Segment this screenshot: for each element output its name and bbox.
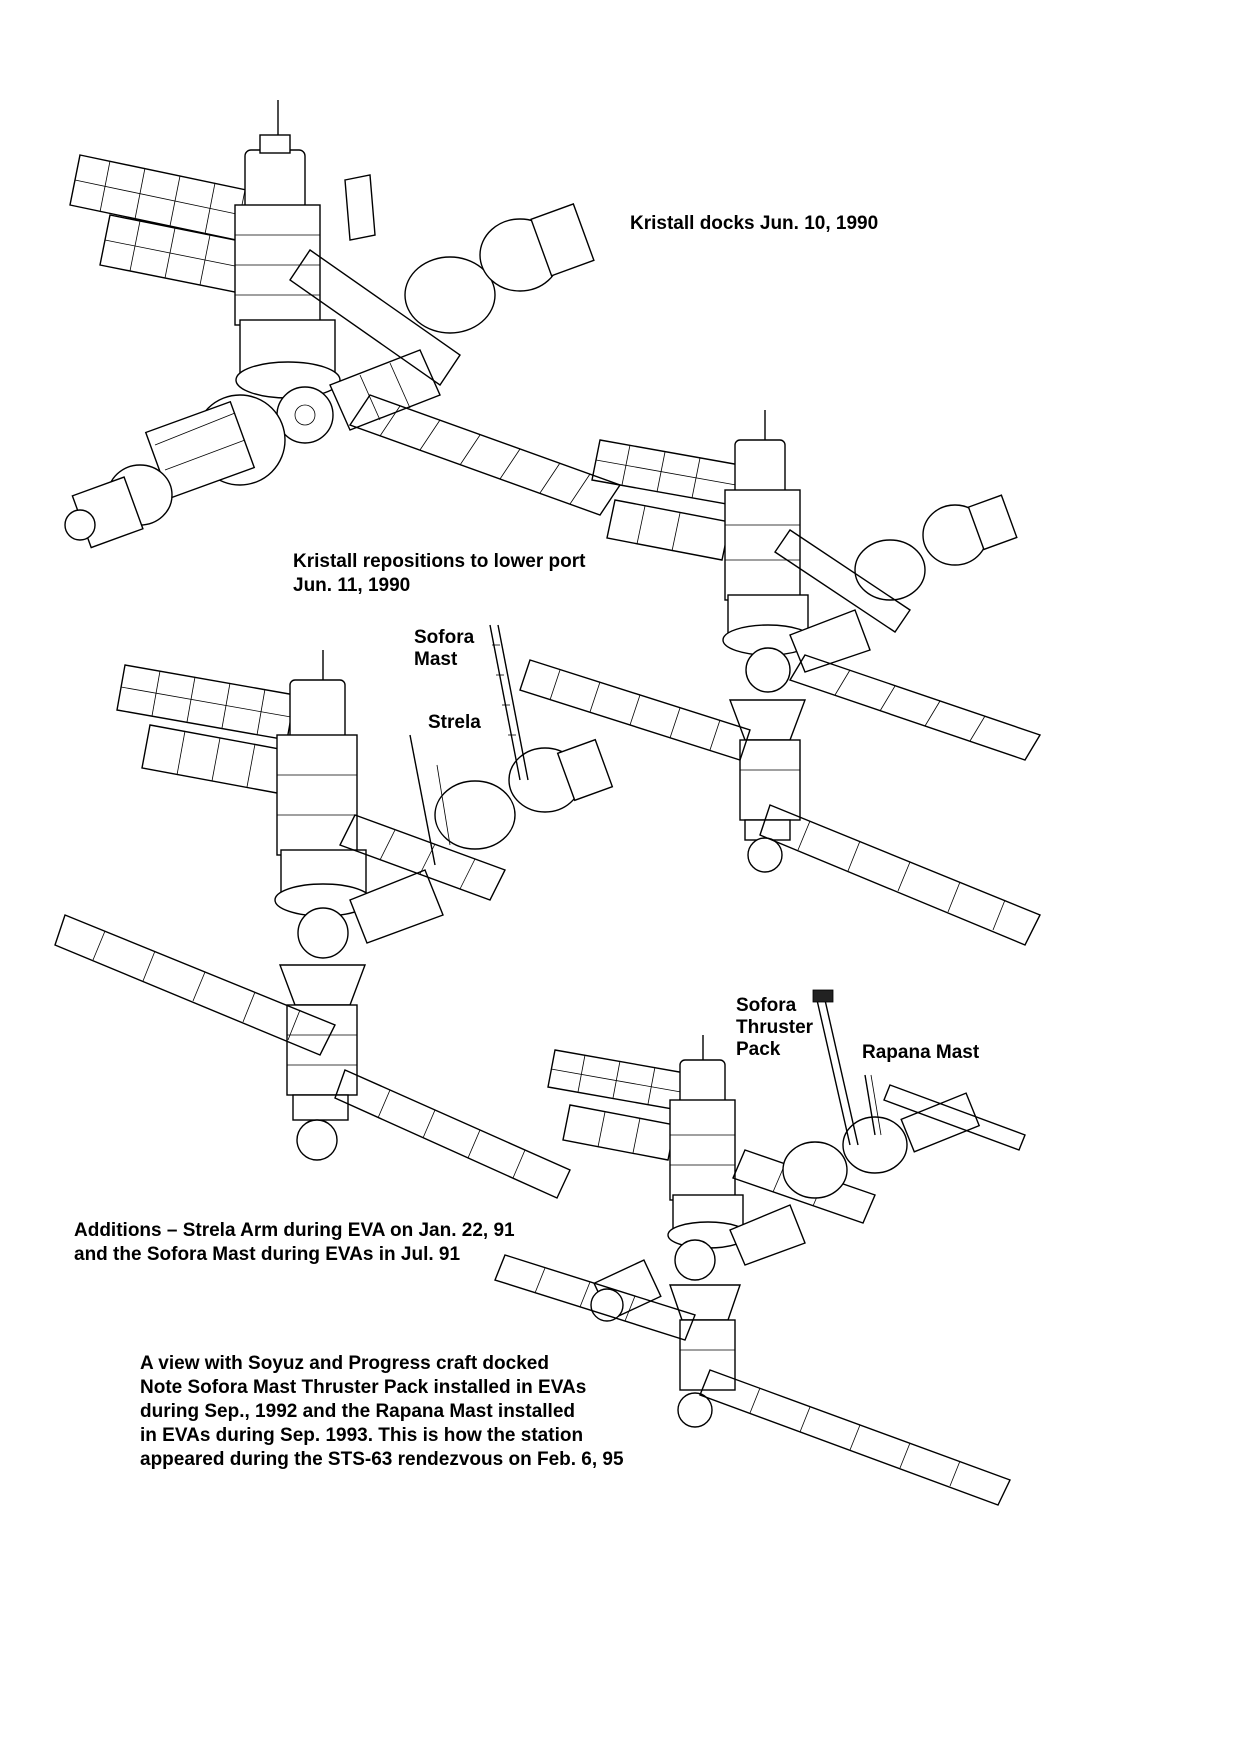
caption-soyuz-progress-line4: in EVAs during Sep. 1993. This is how th…: [140, 1425, 584, 1446]
strela-arm: [409, 734, 451, 866]
solar-array-mid-left: [606, 499, 731, 561]
station-soyuz-progress-drawing: [547, 989, 1026, 1428]
caption-kristall-repositions-line1: Kristall repositions to lower port: [293, 551, 586, 572]
solar-array-long-right-station2: [759, 804, 1041, 946]
label-sofora-mast-line2: Mast: [414, 649, 458, 670]
solar-array-long-left-station4: [494, 1254, 696, 1341]
kristall-module-lower: [728, 699, 807, 873]
docked-spacecraft-right: [434, 738, 614, 850]
docking-node: [297, 907, 349, 959]
label-rapana-mast: Rapana Mast: [862, 1042, 980, 1063]
solar-array-upper-left: [591, 439, 741, 506]
docking-node: [674, 1239, 716, 1281]
docked-spacecraft-right: [289, 174, 595, 386]
sofora-mast: [489, 624, 529, 781]
label-sofora-mast-line1: Sofora: [414, 627, 475, 648]
kristall-module: [64, 394, 286, 549]
station-kristall-repositioned-drawing: [591, 410, 1042, 873]
caption-soyuz-progress-line2: Note Sofora Mast Thruster Pack installed…: [140, 1377, 587, 1398]
label-strela: Strela: [428, 712, 481, 733]
core-module: [722, 410, 814, 656]
kristall-module-lower: [669, 1284, 741, 1428]
caption-soyuz-progress-line5: appeared during the STS-63 rendezvous on…: [140, 1449, 624, 1470]
caption-kristall-docks: Kristall docks Jun. 10, 1990: [630, 213, 879, 234]
label-sofora-thruster-line1: Sofora: [736, 995, 797, 1016]
kvant-module: [349, 869, 444, 944]
docking-node: [276, 386, 334, 444]
core-module: [274, 650, 372, 917]
docked-spacecraft-right: [774, 494, 1018, 633]
kvant-module: [729, 1204, 806, 1266]
caption-additions-line1: Additions – Strela Arm during EVA on Jan…: [74, 1220, 515, 1241]
label-sofora-thruster-line3: Pack: [736, 1039, 781, 1060]
label-sofora-thruster-line2: Thruster: [736, 1017, 814, 1038]
docked-spacecraft-right: [782, 1084, 1026, 1199]
solar-array-upper-left: [547, 1049, 686, 1111]
caption-soyuz-progress-line3: during Sep., 1992 and the Rapana Mast in…: [140, 1401, 575, 1422]
station-kristall-docks-drawing: [64, 100, 622, 549]
solar-array-lower-right: [788, 654, 1042, 761]
solar-array-long-right-station4: [699, 1369, 1011, 1506]
core-module: [667, 1035, 749, 1249]
caption-kristall-repositions-line2: Jun. 11, 1990: [293, 575, 411, 596]
rapana-mast: [864, 1074, 882, 1136]
kvant-module: [329, 349, 441, 431]
solar-array-mid-left: [562, 1104, 676, 1161]
solar-array-long-left-station2: [519, 659, 751, 761]
sofora-mast-with-thruster: [812, 989, 859, 1146]
caption-additions-line2: and the Sofora Mast during EVAs in Jul. …: [74, 1244, 461, 1265]
caption-soyuz-progress-line1: A view with Soyuz and Progress craft doc…: [140, 1353, 549, 1374]
solar-array-lower-right: [348, 394, 622, 516]
solar-array-upper-left: [116, 664, 296, 741]
core-module: [234, 100, 341, 399]
solar-array-long-right-station3: [334, 1069, 571, 1199]
solar-array-long-left-station3: [54, 914, 336, 1056]
docking-node: [745, 647, 791, 693]
